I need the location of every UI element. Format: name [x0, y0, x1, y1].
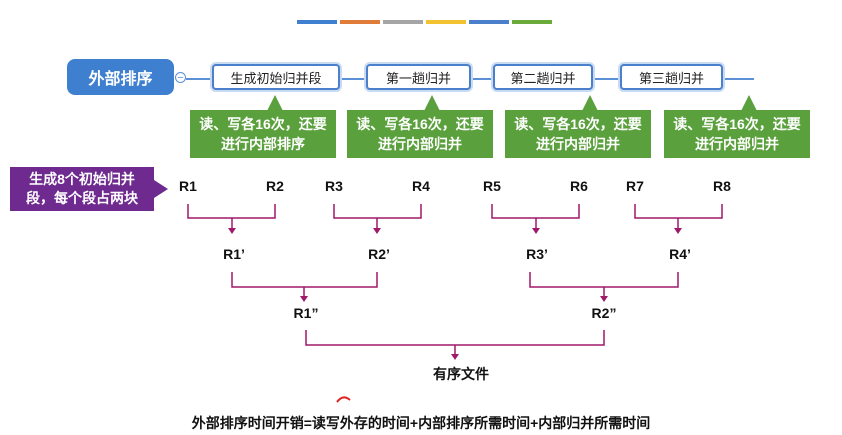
bracket-r3-r4: [333, 204, 422, 219]
callout-2-line1: 读、写各16次，还要: [356, 116, 484, 132]
callout-1-line1: 读、写各16次，还要: [199, 116, 327, 132]
callout-4-line1: 读、写各16次，还要: [673, 116, 801, 132]
run-r2: R2: [266, 178, 284, 194]
red-pointer-mark: [336, 396, 351, 403]
callout-pass-2: 读、写各16次，还要进行内部归并: [505, 110, 651, 158]
collapse-minus-icon[interactable]: −: [175, 72, 186, 84]
run-r3-prime: R3’: [526, 246, 548, 262]
color-strip-4: [426, 20, 466, 24]
callout-tip-3: [582, 95, 598, 111]
bracket-r1p-r2p: [231, 272, 378, 288]
run-r4: R4: [412, 178, 430, 194]
run-r2-double-prime: R2”: [591, 305, 617, 321]
callout-pass-3: 读、写各16次，还要进行内部归并: [664, 110, 810, 158]
color-strip-3: [383, 20, 423, 24]
run-r7: R7: [626, 178, 644, 194]
callout-2-line2: 进行内部归并: [377, 136, 462, 152]
run-r1-prime: R1’: [223, 246, 245, 262]
time-cost-formula: 外部排序时间开销=读写外存的时间+内部排序所需时间+内部归并所需时间: [191, 415, 651, 431]
bracket-r1pp-r2pp: [305, 330, 605, 346]
callout-tip-1: [267, 95, 283, 111]
main-node-external-sort[interactable]: 外部排序: [67, 59, 174, 95]
side-note-line1: 生成8个初始归并: [29, 171, 135, 187]
color-strip-2: [340, 20, 380, 24]
bracket-r3p-r4p: [529, 272, 679, 288]
arrow-r1pp: [300, 296, 308, 302]
callout-tip-2: [424, 95, 440, 111]
run-r1-double-prime: R1”: [293, 305, 319, 321]
callout-3-line2: 进行内部归并: [535, 136, 620, 152]
run-r4-prime: R4’: [669, 246, 691, 262]
color-strip-1: [297, 20, 337, 24]
stage-pass-3[interactable]: 第三趟归并: [620, 64, 723, 90]
callout-initial-runs: 读、写各16次，还要进行内部排序: [190, 110, 336, 158]
run-r2-prime: R2’: [368, 246, 390, 262]
stage-initial-runs[interactable]: 生成初始归并段: [212, 64, 340, 90]
arrow-result: [451, 354, 459, 360]
run-r3: R3: [325, 178, 343, 194]
side-note-pointer: [154, 180, 168, 198]
run-r5: R5: [483, 178, 501, 194]
callout-4-line2: 进行内部归并: [694, 136, 779, 152]
arrow-r3p: [532, 228, 540, 234]
run-r6: R6: [570, 178, 588, 194]
stage-pass-1[interactable]: 第一趟归并: [366, 64, 471, 90]
bracket-r7-r8: [634, 204, 723, 219]
arrow-r2p: [373, 228, 381, 234]
arrow-r1p: [228, 228, 236, 234]
callout-1-line2: 进行内部排序: [220, 136, 305, 152]
arrow-r2pp: [600, 296, 608, 302]
bracket-r1-r2: [187, 204, 276, 219]
stage-pass-2[interactable]: 第二趟归并: [493, 64, 593, 90]
bracket-r5-r6: [491, 204, 580, 219]
callout-pass-1: 读、写各16次，还要进行内部归并: [347, 110, 493, 158]
run-r8: R8: [713, 178, 731, 194]
callout-3-line1: 读、写各16次，还要: [514, 116, 642, 132]
side-note-line2: 段，每个段占两块: [26, 190, 138, 206]
side-note-initial-runs: 生成8个初始归并 段，每个段占两块: [10, 167, 154, 211]
callout-tip-4: [741, 95, 757, 111]
sorted-file-label: 有序文件: [433, 366, 489, 382]
arrow-r4p: [674, 228, 682, 234]
color-strip-5: [469, 20, 509, 24]
color-strip-6: [512, 20, 552, 24]
run-r1: R1: [179, 178, 197, 194]
